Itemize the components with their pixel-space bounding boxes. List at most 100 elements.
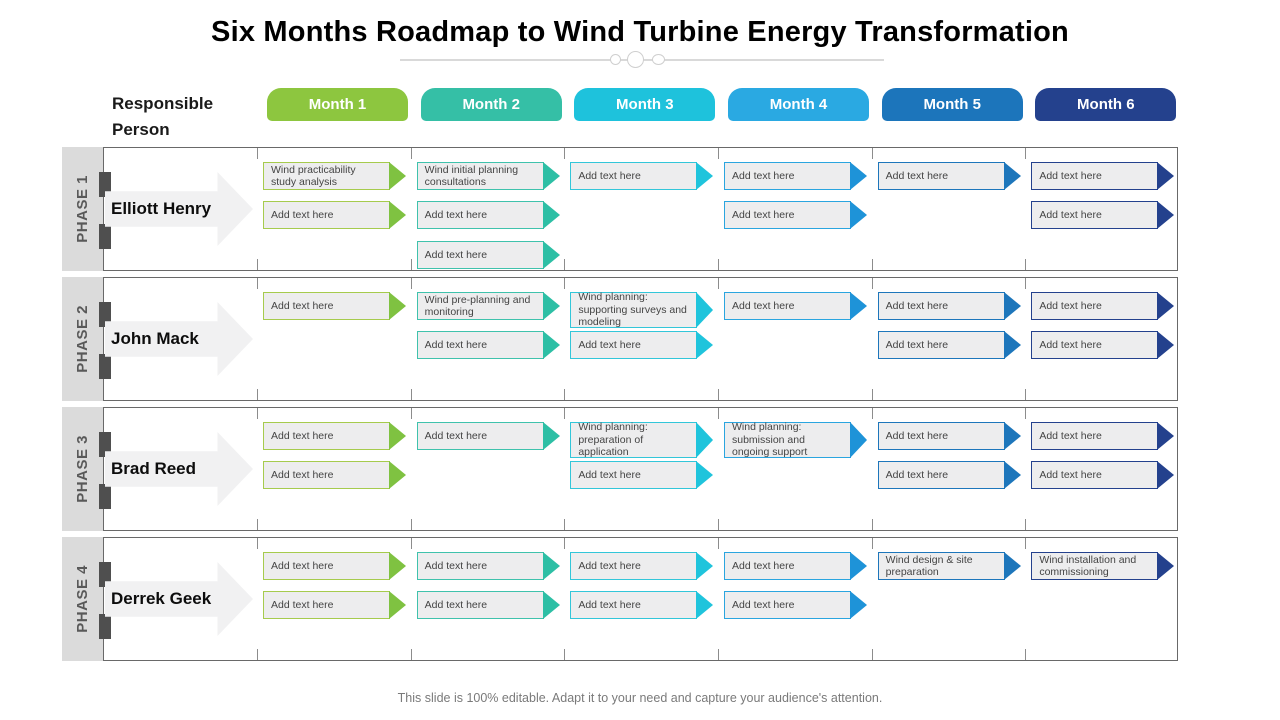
task-text: Add text here xyxy=(731,169,795,182)
task-text: Add text here xyxy=(885,468,949,481)
task-box: Add text here xyxy=(263,552,390,580)
column-tick xyxy=(410,148,412,159)
task-text: Add text here xyxy=(1039,429,1102,442)
column-tick xyxy=(717,538,719,549)
task-arrowhead xyxy=(542,292,563,320)
task-box: Add text here xyxy=(570,331,698,359)
task-text: Add text here xyxy=(424,208,488,221)
month-tab-1: Month 1 xyxy=(267,88,408,121)
person-name: Elliott Henry xyxy=(111,199,212,218)
column-tick xyxy=(564,389,566,400)
task-text: Wind design & site preparation xyxy=(885,553,973,578)
task-arrowhead xyxy=(389,461,409,489)
column-tick xyxy=(871,389,873,400)
responsible-person-label: Responsible Person xyxy=(112,94,214,139)
task-box: Add text here xyxy=(1031,292,1159,320)
column-tick xyxy=(257,649,258,660)
task-box: Add text here xyxy=(263,461,390,489)
task-text: Add text here xyxy=(578,559,641,572)
task-arrowhead xyxy=(542,201,563,229)
task-arrowhead xyxy=(389,591,409,619)
task-text: Add text here xyxy=(1039,208,1102,221)
column-tick xyxy=(564,649,566,660)
task-text: Wind practicability study analysis xyxy=(271,163,356,188)
task-arrowhead xyxy=(1003,331,1024,359)
column-tick xyxy=(1025,278,1027,289)
task-text: Add text here xyxy=(578,468,641,481)
task-box: Add text here xyxy=(570,461,698,489)
task-text: Add text here xyxy=(1039,338,1102,351)
month-tab-4: Month 4 xyxy=(728,88,869,121)
task-arrowhead xyxy=(696,422,716,458)
task-box: Wind design & site preparation xyxy=(877,552,1005,580)
column-tick xyxy=(1025,148,1027,159)
task-box: Add text here xyxy=(1031,331,1159,359)
task-arrowhead xyxy=(849,552,870,580)
person-name: Brad Reed xyxy=(111,459,197,478)
task-text: Add text here xyxy=(424,598,488,611)
column-tick xyxy=(1025,259,1027,270)
column-tick xyxy=(871,649,873,660)
task-text: Add text here xyxy=(271,559,334,572)
task-box: Wind installation and commissioning xyxy=(1031,552,1159,580)
column-tick xyxy=(1025,538,1027,549)
task-text: Add text here xyxy=(271,208,334,221)
column-tick xyxy=(871,148,873,159)
footer-note: This slide is 100% editable. Adapt it to… xyxy=(397,691,883,705)
task-arrowhead xyxy=(1157,292,1177,320)
task-box: Add text here xyxy=(263,591,390,619)
divider-circle-small xyxy=(610,54,621,65)
task-box: Wind planning: preparation of applicatio… xyxy=(570,421,698,458)
task-box: Add text here xyxy=(570,552,698,580)
phase-edge-mark xyxy=(99,484,111,509)
phase-label-1: PHASE 1 xyxy=(62,147,103,271)
task-arrowhead xyxy=(849,162,870,190)
task-box: Wind pre-planning and monitoring xyxy=(416,292,544,320)
title-divider xyxy=(400,51,884,68)
column-tick xyxy=(871,278,873,289)
task-text: Add text here xyxy=(1039,299,1102,312)
task-text: Wind initial planning consultations xyxy=(424,163,519,188)
column-tick xyxy=(564,259,566,270)
column-tick xyxy=(717,278,719,289)
phase-label-text: PHASE 3 xyxy=(74,435,91,503)
task-box: Add text here xyxy=(570,591,698,619)
task-arrowhead xyxy=(389,292,409,320)
task-text: Add text here xyxy=(731,299,795,312)
column-tick xyxy=(257,148,258,159)
divider-circle-medium xyxy=(652,54,665,65)
phase-label-2: PHASE 2 xyxy=(62,277,103,401)
person-name: John Mack xyxy=(111,329,199,348)
task-arrowhead xyxy=(849,292,870,320)
column-tick xyxy=(257,389,258,400)
column-tick xyxy=(410,519,412,530)
column-tick xyxy=(1025,389,1027,400)
phase-edge-mark xyxy=(99,614,111,639)
task-arrowhead xyxy=(1003,552,1024,580)
column-tick xyxy=(717,519,719,530)
task-arrowhead xyxy=(696,552,716,580)
phase-label-4: PHASE 4 xyxy=(62,537,103,661)
task-arrowhead xyxy=(1003,422,1024,450)
task-box: Add text here xyxy=(1031,162,1159,190)
column-tick xyxy=(410,278,412,289)
task-arrowhead xyxy=(696,591,716,619)
task-text: Add text here xyxy=(885,338,949,351)
column-tick xyxy=(410,259,412,270)
task-arrowhead xyxy=(696,292,716,328)
column-tick xyxy=(257,278,258,289)
task-text: Add text here xyxy=(1039,169,1102,182)
month-tab-6: Month 6 xyxy=(1035,88,1177,121)
column-tick xyxy=(564,519,566,530)
task-box: Add text here xyxy=(877,461,1005,489)
page-title: Six Months Roadmap to Wind Turbine Energ… xyxy=(211,16,1069,48)
task-arrowhead xyxy=(1157,201,1177,229)
task-box: Add text here xyxy=(723,552,851,580)
task-box: Add text here xyxy=(723,201,851,229)
task-arrowhead xyxy=(542,331,563,359)
phase-edge-mark xyxy=(99,224,111,249)
task-arrowhead xyxy=(1157,461,1177,489)
task-text: Add text here xyxy=(731,598,795,611)
column-tick xyxy=(1025,649,1027,660)
month-tab-2: Month 2 xyxy=(420,88,562,121)
